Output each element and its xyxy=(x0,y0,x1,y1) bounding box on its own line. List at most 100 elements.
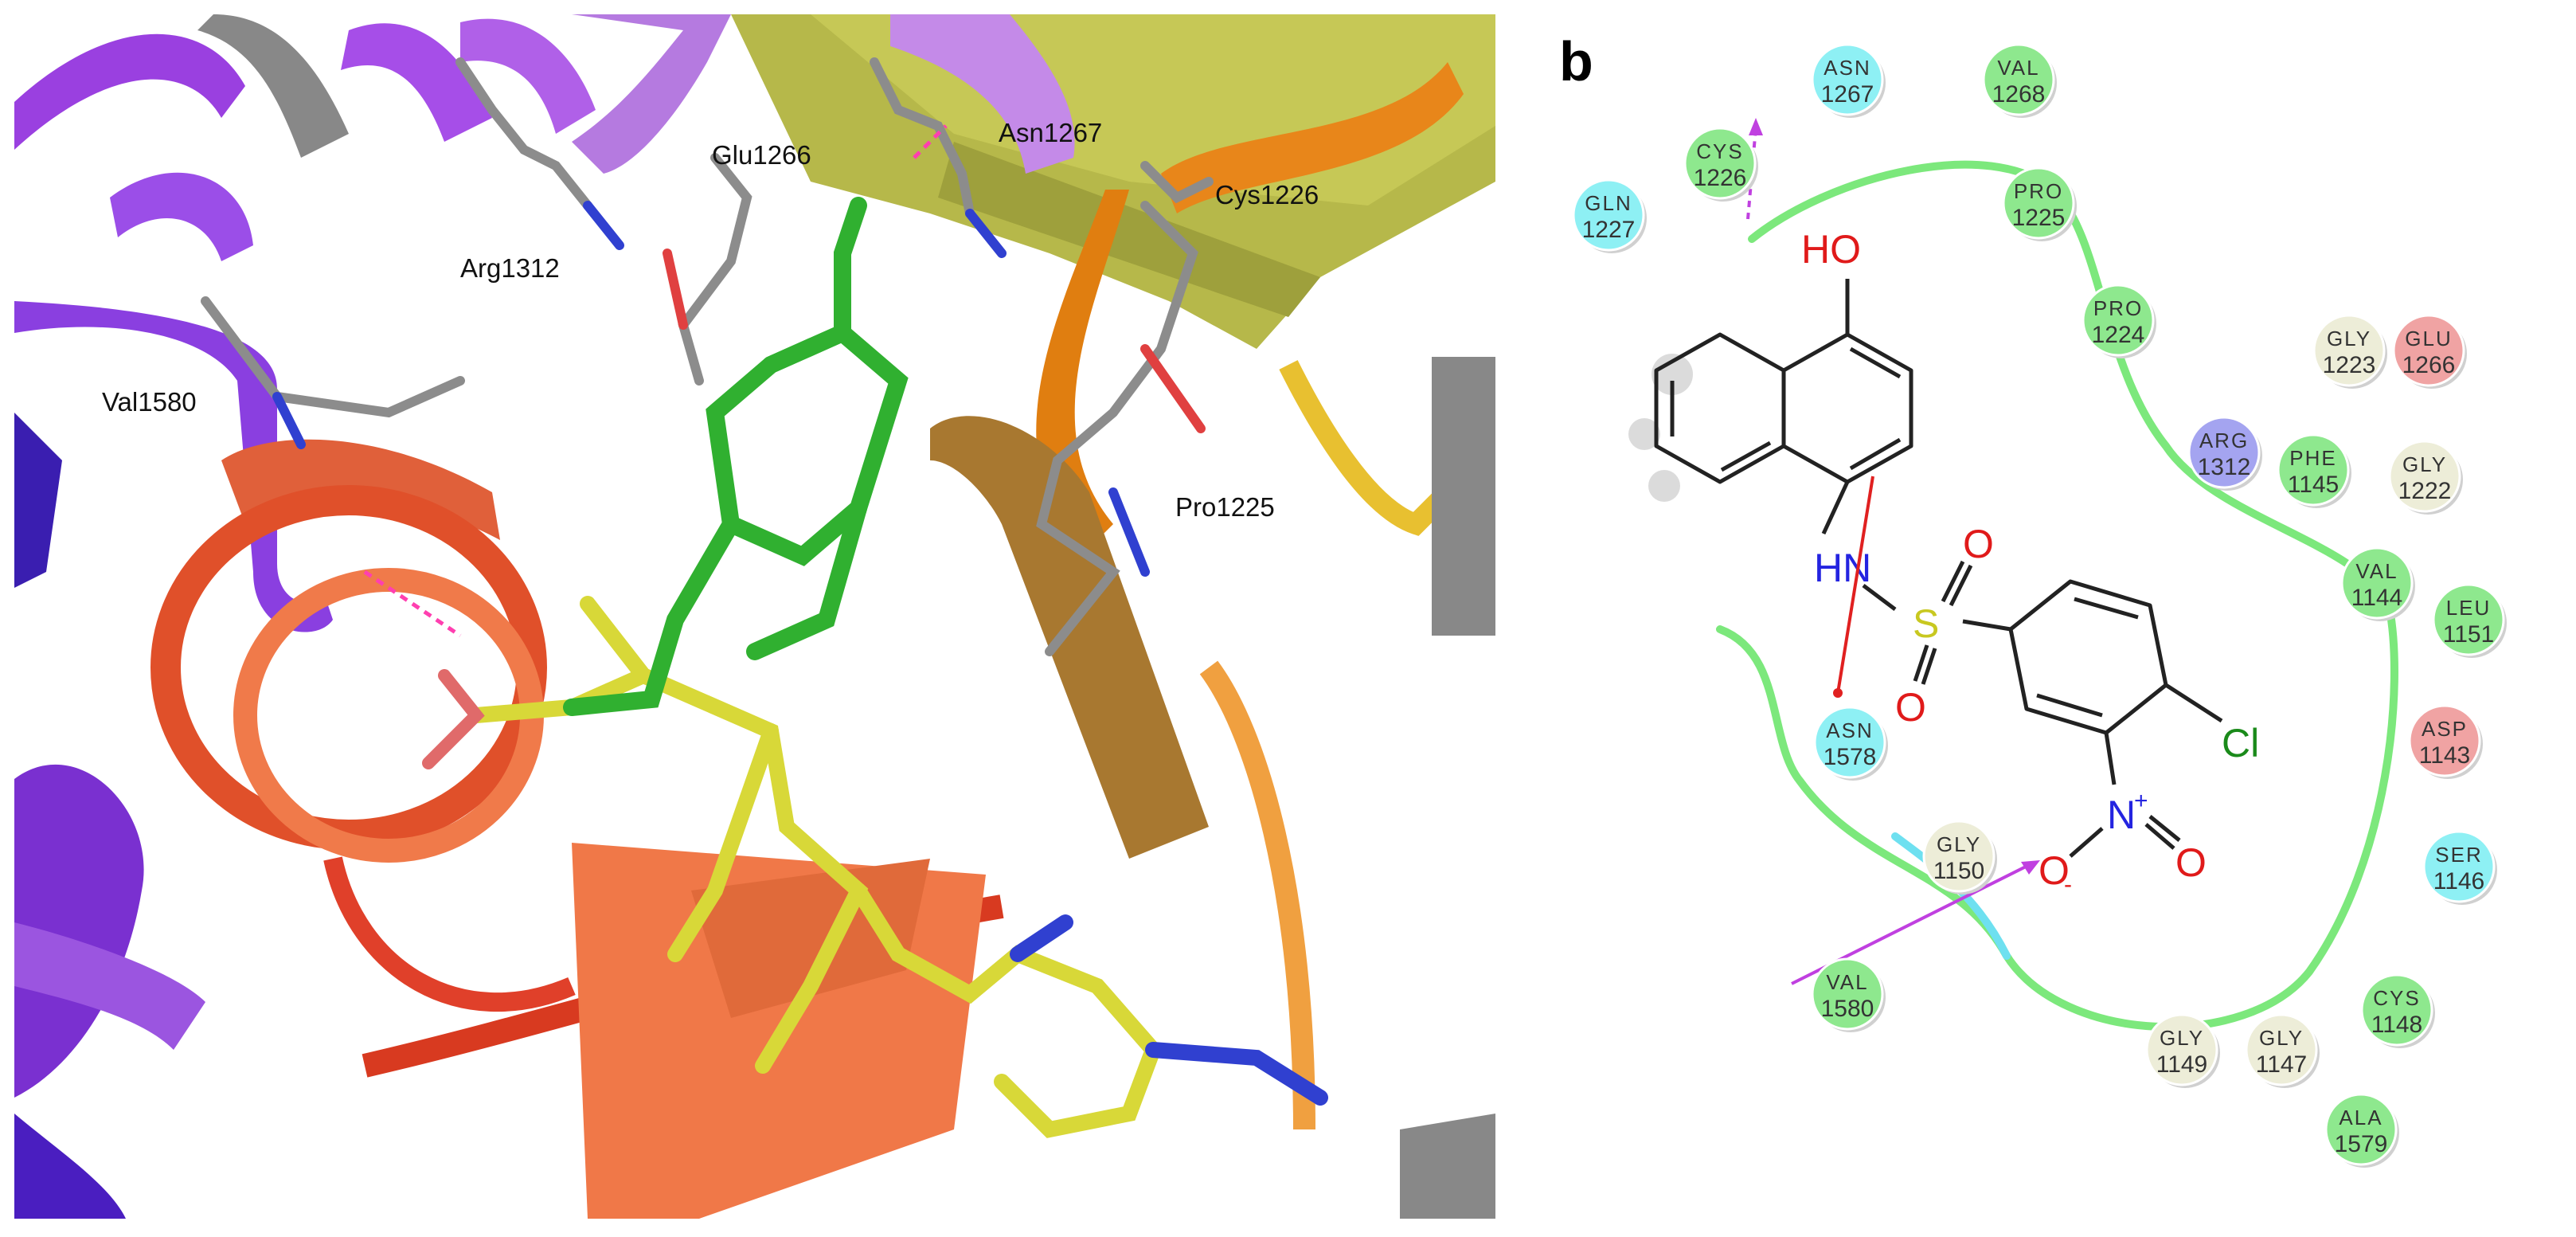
residue-circle xyxy=(2277,433,2350,507)
protein-3d-view: Asn1267 Glu1266 Cys1226 Arg1312 Val1580 … xyxy=(14,14,1495,1219)
residue-number: 1145 xyxy=(2288,472,2340,498)
residue-number: 1227 xyxy=(1582,217,1636,243)
residue-name: GLY xyxy=(1937,832,1981,856)
residue-circle xyxy=(2360,973,2433,1047)
atom-o-nitro: O xyxy=(2175,840,2207,885)
residue-name: ASP xyxy=(2422,717,2468,741)
residue-name: GLY xyxy=(2259,1026,2304,1050)
interaction-svg: HO HN S O O Cl N + O - O ASN1267VAL1268C… xyxy=(1572,43,2507,1168)
atom-n-charge: + xyxy=(2134,788,2148,814)
residue-number: 1579 xyxy=(2335,1131,2388,1157)
loop-orange xyxy=(930,62,1495,1219)
residue-number: 1268 xyxy=(1992,81,2046,108)
ligand-yellow xyxy=(422,596,1328,1138)
atom-o-sulfonyl-down: O xyxy=(1895,685,1926,730)
residue-circle xyxy=(1922,820,1996,893)
residue-number: 1148 xyxy=(2371,1012,2423,1038)
residue-circle xyxy=(2187,416,2261,489)
residue-number: 1146 xyxy=(2433,868,2485,894)
residue-name: VAL xyxy=(1997,56,2039,80)
residue-number: 1147 xyxy=(2256,1051,2308,1078)
atom-o-minus: O xyxy=(2039,848,2070,893)
residue-circle xyxy=(2324,1093,2398,1166)
residue-circle xyxy=(1813,706,1886,779)
atom-o-sulfonyl-up: O xyxy=(1963,522,1994,566)
residue-number: 1267 xyxy=(1821,81,1874,108)
residue-name: LEU xyxy=(2446,596,2492,620)
residue-name: ASN xyxy=(1826,718,1873,742)
residue-circle xyxy=(1982,43,2055,116)
hbond-asn1267 xyxy=(1746,127,1757,220)
residue-circle xyxy=(1683,127,1757,200)
pocket-outline xyxy=(1716,160,2398,1031)
label-cys1226: Cys1226 xyxy=(1215,180,1319,209)
atom-ho: HO xyxy=(1801,227,1861,272)
atom-o-charge: - xyxy=(2064,871,2072,898)
label-glu1266: Glu1266 xyxy=(712,140,811,170)
residue-circle xyxy=(2082,284,2155,357)
residue-circle xyxy=(2002,166,2075,240)
residue-number: 1580 xyxy=(1821,996,1874,1022)
label-pro1225: Pro1225 xyxy=(1175,492,1275,522)
residue-number: 1226 xyxy=(1694,165,1747,191)
residue-number: 1144 xyxy=(2351,585,2403,611)
hbond-dashes xyxy=(363,124,948,638)
residue-number: 1224 xyxy=(2092,322,2145,348)
label-val1580: Val1580 xyxy=(102,387,197,417)
residue-name: CYS xyxy=(1696,139,1743,163)
residue-name: PHE xyxy=(2289,446,2336,470)
ligand-bonds xyxy=(1654,279,2223,858)
ligand-green xyxy=(563,197,909,716)
residue-name: GLY xyxy=(2327,327,2371,350)
residue-name: GLU xyxy=(2405,327,2452,350)
residue-name: PRO xyxy=(2014,179,2063,203)
atom-s: S xyxy=(1913,601,1939,646)
residue-name: ARG xyxy=(2199,429,2249,452)
residue-number: 1225 xyxy=(2012,205,2066,231)
residue-circle xyxy=(2388,440,2461,513)
residue-circle xyxy=(1811,957,1884,1031)
panel-b-label: b xyxy=(1559,30,1593,92)
protein-3d-svg: Asn1267 Glu1266 Cys1226 Arg1312 Val1580 … xyxy=(14,14,1495,1219)
helix-purple xyxy=(14,14,1075,1219)
solvent-exposure-halos xyxy=(1628,354,1693,502)
residue-name: VAL xyxy=(1826,970,1868,994)
hetero-atoms xyxy=(272,201,1206,577)
interaction-arrowheads xyxy=(1749,118,2040,875)
residue-circle xyxy=(2422,830,2496,903)
residue-number: 1312 xyxy=(2198,454,2251,480)
residue-name: SER xyxy=(2435,843,2482,867)
residue-name: CYS xyxy=(2373,986,2420,1010)
residue-circle xyxy=(1811,43,1884,116)
residue-number: 1222 xyxy=(2398,478,2452,504)
residue-number: 1151 xyxy=(2443,621,2495,648)
label-arg1312: Arg1312 xyxy=(460,253,560,283)
residue-number: 1266 xyxy=(2402,352,2456,378)
pi-cation-arg1312 xyxy=(1836,476,1874,694)
residue-layer: ASN1267VAL1268CYS1226GLN1227PRO1225PRO12… xyxy=(1572,43,2507,1168)
atom-cl: Cl xyxy=(2222,721,2259,765)
residue-circle xyxy=(2245,1013,2318,1086)
residue-name: PRO xyxy=(2093,296,2143,320)
residue-circle xyxy=(2340,546,2414,620)
residue-name: GLN xyxy=(1585,191,1632,215)
residue-circle xyxy=(2392,314,2465,387)
